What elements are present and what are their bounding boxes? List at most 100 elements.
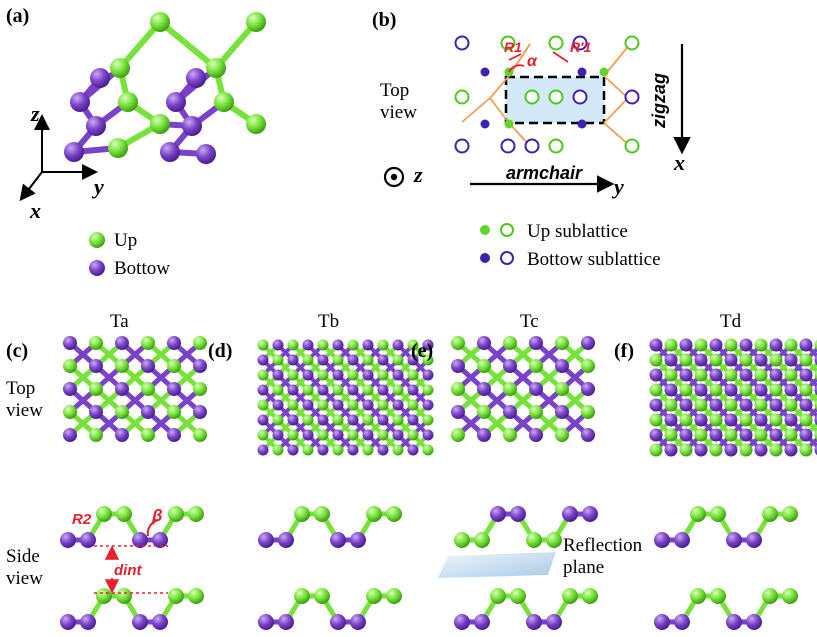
open-up-site <box>624 138 640 154</box>
atom-up <box>784 398 798 412</box>
atom-up <box>814 369 817 381</box>
atom-up <box>193 336 207 350</box>
bond <box>213 19 259 71</box>
atom-bottom <box>724 353 738 367</box>
atom-bottom <box>407 414 419 426</box>
top-view-structures <box>63 336 817 457</box>
atom-bottom <box>814 444 817 456</box>
atom-bottom <box>362 399 374 411</box>
bond <box>489 97 510 124</box>
atom-bottom <box>287 354 299 366</box>
atom-bottom <box>503 405 517 419</box>
atom-up <box>709 413 723 427</box>
atom-bottom <box>649 338 663 352</box>
panel-label-b: (b) <box>372 9 397 31</box>
panel-b-lattice <box>454 35 640 154</box>
bond <box>489 75 510 99</box>
atom-bottom <box>726 532 742 548</box>
atom-bottom <box>799 368 813 382</box>
atom-up <box>769 443 783 457</box>
atom-up <box>302 354 314 366</box>
atom-up <box>193 382 207 396</box>
bond <box>603 43 631 77</box>
atom-bottom <box>739 368 753 382</box>
atom-bottom <box>332 369 344 381</box>
atom-up <box>63 359 77 373</box>
atom-up <box>317 399 329 411</box>
atom-bottom <box>115 336 129 350</box>
atom-up <box>116 506 132 522</box>
atom-up <box>347 429 359 441</box>
atom-bottom <box>709 338 723 352</box>
bond <box>117 19 163 71</box>
atom-bottom <box>490 506 506 522</box>
atom-up <box>769 413 783 427</box>
atom-up <box>257 399 269 411</box>
atom-bottom <box>754 383 768 397</box>
atom-up <box>754 338 768 352</box>
atom-bottom <box>132 614 148 630</box>
atom-bottom <box>454 614 470 630</box>
atom-up <box>317 429 329 441</box>
atom-up <box>784 428 798 442</box>
atom-bottom <box>80 532 96 548</box>
atom-up <box>754 428 768 442</box>
atom-bottom <box>287 444 299 456</box>
column-title-tc: Tc <box>520 311 539 332</box>
atom-bottom <box>330 614 346 630</box>
atom-bottom <box>814 354 817 366</box>
b-axis-z-label: z <box>414 162 423 187</box>
atom-bottom <box>377 354 389 366</box>
atom-up <box>739 383 753 397</box>
atom-bottom <box>679 428 693 442</box>
bond <box>603 75 629 99</box>
bottom-site <box>480 67 490 77</box>
atom-bottom <box>347 414 359 426</box>
atom-up <box>386 506 402 522</box>
panel-label-d: (d) <box>208 340 233 362</box>
atom-up <box>294 588 310 604</box>
atom-up <box>679 443 693 457</box>
b-R1-label: R1 <box>504 39 522 55</box>
atom-bottom <box>679 398 693 412</box>
atom-up <box>694 428 708 442</box>
z-out-of-plane-dot <box>390 173 398 181</box>
atom-up <box>317 369 329 381</box>
atom-bottom <box>257 444 269 456</box>
atom-bottom <box>257 414 269 426</box>
atom-bottom <box>649 368 663 382</box>
atom-up <box>377 339 389 351</box>
atom-bottom <box>302 339 314 351</box>
atom-up <box>287 429 299 441</box>
atom-bottom <box>784 383 798 397</box>
atom-bottom <box>167 382 181 396</box>
atom-bottom <box>86 116 106 136</box>
atom-bottom <box>814 414 817 426</box>
atom-bottom <box>70 92 90 112</box>
atom-up <box>302 414 314 426</box>
atom-bottom <box>477 428 491 442</box>
atom-bottom <box>287 384 299 396</box>
atom-bottom <box>422 369 434 381</box>
atom-bottom <box>746 532 762 548</box>
atom-up <box>709 443 723 457</box>
atom-bottom <box>377 444 389 456</box>
atom-up <box>407 339 419 351</box>
open-up-site <box>524 89 540 105</box>
atom-up <box>392 384 404 396</box>
atom-bottom <box>80 614 96 630</box>
atom-up <box>769 353 783 367</box>
atom-up <box>377 369 389 381</box>
atom-up <box>347 369 359 381</box>
atom-up <box>193 428 207 442</box>
atom-up <box>141 428 155 442</box>
atom-up <box>206 58 226 78</box>
b-R1prime-label: R′1 <box>570 39 592 55</box>
atom-up <box>555 428 569 442</box>
atom-bottom <box>407 444 419 456</box>
atom-up <box>664 398 678 412</box>
open-bottom-site <box>572 89 588 105</box>
atom-up <box>272 414 284 426</box>
atom-up <box>188 506 204 522</box>
atom-up <box>214 92 234 112</box>
